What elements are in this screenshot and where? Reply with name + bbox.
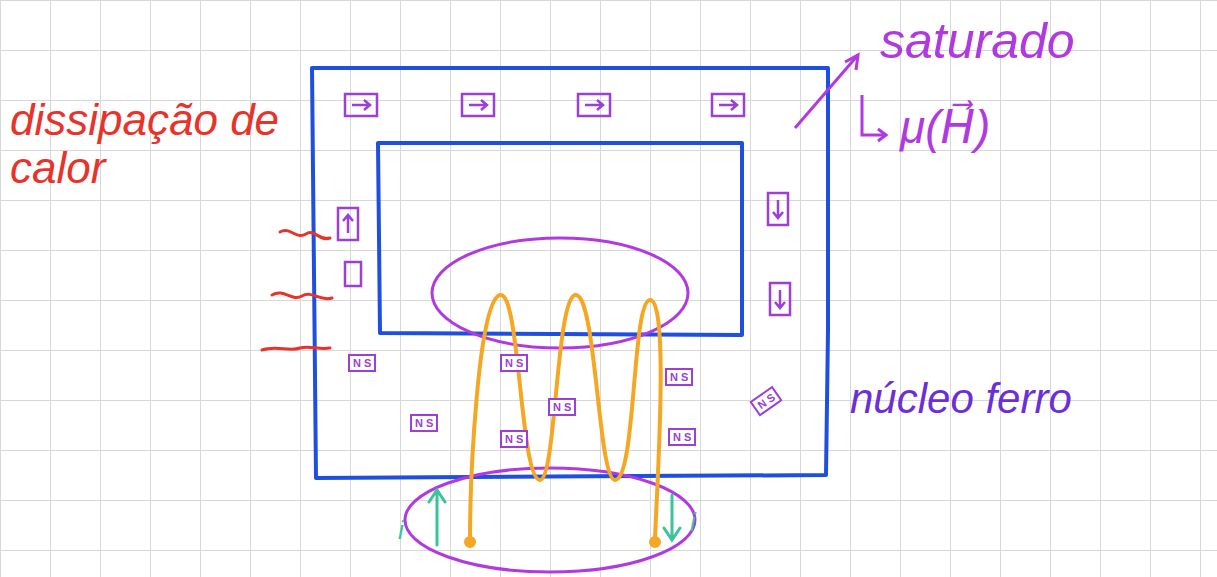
implies-hook (862, 95, 885, 135)
core-label: núcleo ferro (850, 376, 1072, 422)
implies-head (878, 129, 886, 141)
coil-terminal (466, 538, 474, 546)
domain-label: N S (348, 354, 376, 372)
current-label: i (398, 516, 404, 545)
saturation-note: saturado (880, 14, 1075, 69)
heat-waves (262, 230, 332, 350)
current-arrow-out (664, 495, 680, 540)
domain-label: N S (668, 428, 696, 446)
core-outer (312, 68, 828, 478)
domain-label: N S (500, 430, 528, 448)
domain-label: N S (665, 368, 693, 386)
current-arrow-in (429, 490, 445, 545)
coil-winding (470, 295, 661, 540)
permeability-note: μ(H⃗) (900, 102, 990, 153)
heat-note: dissipação de calor (10, 96, 310, 193)
coil-region-top (432, 238, 688, 348)
domain-label: N S (500, 354, 528, 372)
leader-head (845, 55, 858, 70)
domain-label: N S (548, 398, 576, 416)
domains (338, 94, 790, 315)
coil-terminal (651, 538, 659, 546)
current-label: i (690, 508, 696, 537)
coil-region-bottom (405, 468, 695, 572)
leader-line (795, 55, 858, 128)
domain-label: N S (410, 414, 438, 432)
domain-label: N S (749, 386, 783, 417)
